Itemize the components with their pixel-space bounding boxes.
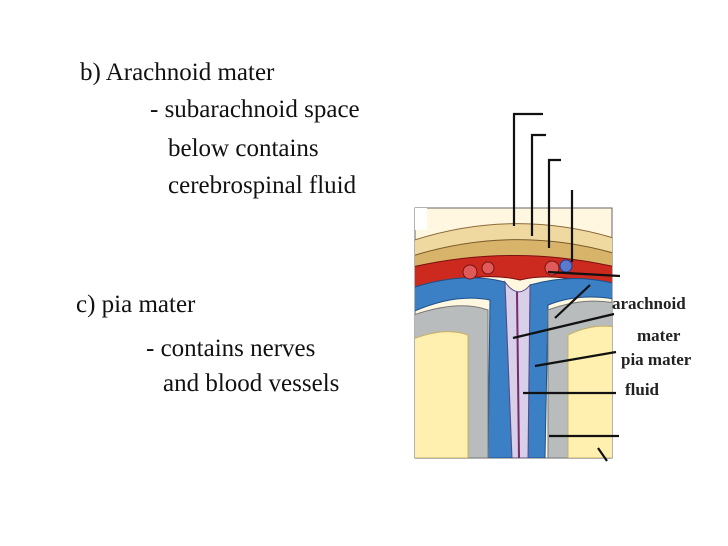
vessel-blob (481, 261, 495, 275)
arachnoid-band-left (415, 277, 513, 458)
vessel-blob (559, 259, 573, 273)
arachnoid-line-1: - subarachnoid space (150, 96, 360, 123)
pia-line-1: - contains nerves (146, 335, 316, 362)
pia-heading: c) pia mater (76, 291, 196, 318)
white-matter-left (415, 331, 469, 458)
label-mater: mater (637, 326, 681, 345)
leader-lines-labels (512, 270, 621, 462)
label-pia-mater: pia mater (621, 350, 692, 369)
label-fluid: fluid (625, 380, 660, 399)
arachnoid-line-3: cerebrospinal fluid (168, 172, 357, 199)
arachnoid-band-right (527, 278, 612, 458)
arachnoid-heading: b) Arachnoid mater (80, 59, 275, 86)
label-arachnoid: arachnoid (612, 294, 686, 313)
pia-line-2: and blood vessels (163, 370, 340, 397)
arachnoid-line-2: below contains (168, 135, 319, 162)
leader-lines-top (512, 112, 574, 262)
vessel-blob (462, 264, 478, 280)
